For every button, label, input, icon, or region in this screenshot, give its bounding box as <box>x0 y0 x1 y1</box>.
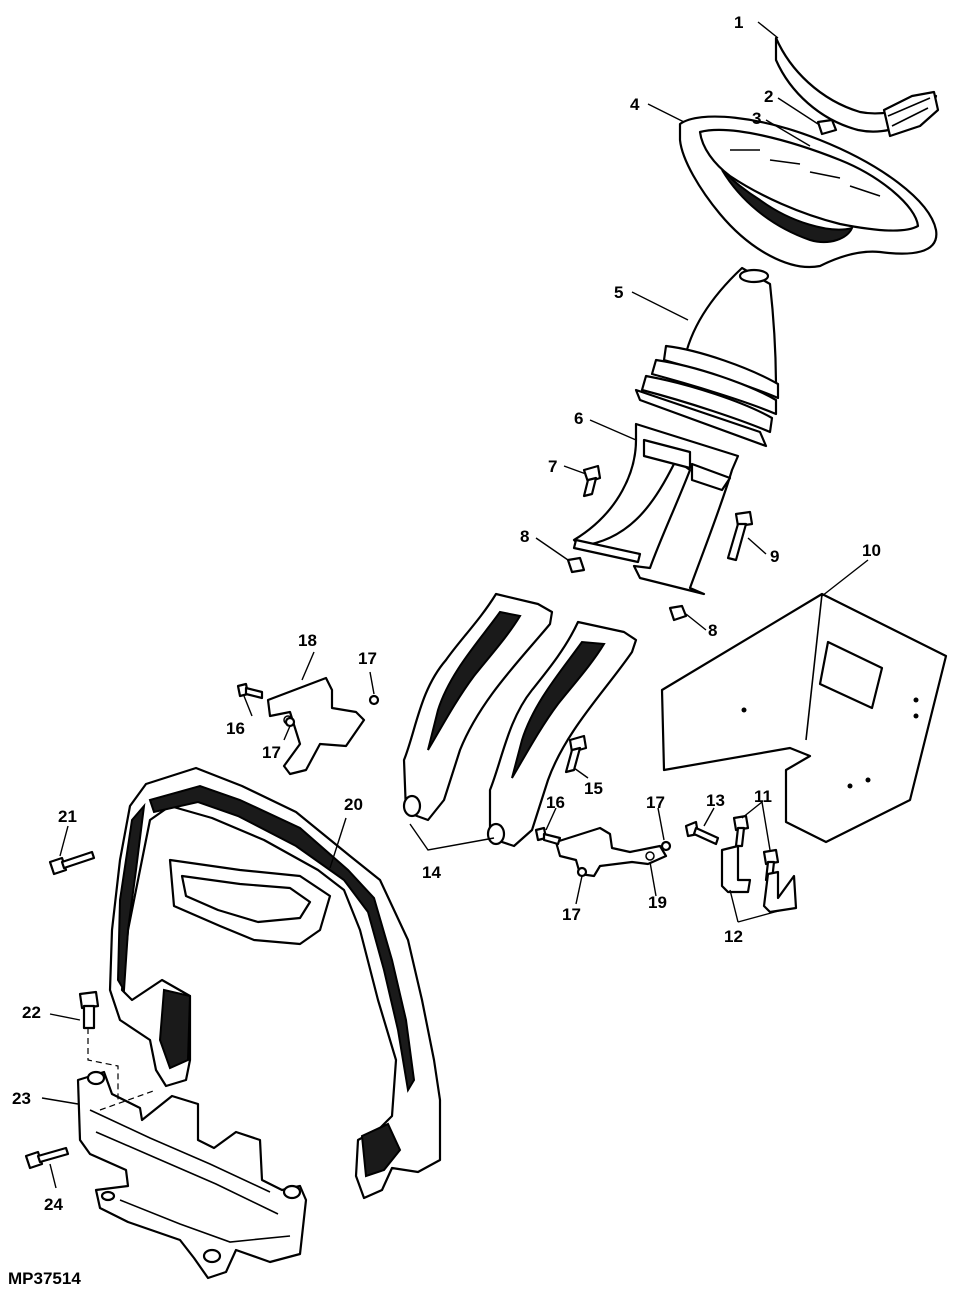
assembly-lines <box>87 1028 157 1111</box>
callout-20: 20 <box>344 795 363 814</box>
part-17-nut-right-top <box>660 840 672 852</box>
part-6-bracket <box>572 422 740 596</box>
part-9-bolt <box>726 510 754 562</box>
part-5-boot <box>634 266 780 448</box>
callout-8-left: 8 <box>520 527 529 546</box>
callout-2: 2 <box>764 87 773 106</box>
callout-16-right: 16 <box>546 793 565 812</box>
part-16-bolt-right <box>534 826 562 846</box>
callout-17-right-bottom: 17 <box>562 905 581 924</box>
callout-1: 1 <box>734 13 743 32</box>
callout-17-right-top: 17 <box>646 793 665 812</box>
diagram-code: MP37514 <box>8 1269 81 1288</box>
part-17-nut-left-top <box>368 694 380 706</box>
part-8-nut-left <box>566 556 586 574</box>
callout-22: 22 <box>22 1003 41 1022</box>
callout-12: 12 <box>724 927 743 946</box>
callout-24: 24 <box>44 1195 63 1214</box>
part-11-bolts <box>732 814 780 882</box>
part-20-frame <box>108 766 442 1200</box>
callout-8-right: 8 <box>708 621 717 640</box>
part-19-bracket <box>554 826 668 878</box>
part-17-nut-right-bottom <box>576 866 588 878</box>
callout-4: 4 <box>630 95 640 114</box>
callout-17-left-bottom: 17 <box>262 743 281 762</box>
part-21-bolt <box>48 850 96 876</box>
callout-7: 7 <box>548 457 557 476</box>
part-8-nut-right <box>668 604 688 622</box>
part-15-bolt <box>564 734 588 774</box>
callout-19: 19 <box>648 893 667 912</box>
part-10-shield <box>660 592 948 844</box>
callout-15: 15 <box>584 779 603 798</box>
part-4-steering-wheel <box>678 115 938 269</box>
callout-10: 10 <box>862 541 881 560</box>
part-23-base <box>76 1070 308 1280</box>
callout-18: 18 <box>298 631 317 650</box>
part-12-brackets <box>720 844 798 914</box>
part-18-bracket <box>266 676 366 776</box>
part-2-nut <box>816 118 838 136</box>
callout-3: 3 <box>752 109 761 128</box>
part-24-bolt <box>24 1146 70 1170</box>
part-17-nut-left-bottom <box>284 716 296 728</box>
callout-6: 6 <box>574 409 583 428</box>
part-7-bolt <box>582 464 602 498</box>
callout-16-left: 16 <box>226 719 245 738</box>
callout-17-left-top: 17 <box>358 649 377 668</box>
callout-14: 14 <box>422 863 441 882</box>
callout-23: 23 <box>12 1089 31 1108</box>
callout-labels: 1 2 3 4 5 6 7 8 8 9 10 11 12 13 14 15 16… <box>12 13 881 1214</box>
part-16-bolt-left <box>236 682 264 700</box>
callout-11: 11 <box>754 787 772 806</box>
callout-5: 5 <box>614 283 623 302</box>
leader-lines <box>41 21 869 1189</box>
part-14-arms <box>402 592 638 848</box>
part-1-cover <box>774 36 940 138</box>
callout-13: 13 <box>706 791 725 810</box>
callout-9: 9 <box>770 547 779 566</box>
callout-21: 21 <box>58 807 77 826</box>
part-13-bolt <box>684 820 720 846</box>
part-22-bolt <box>78 990 100 1030</box>
